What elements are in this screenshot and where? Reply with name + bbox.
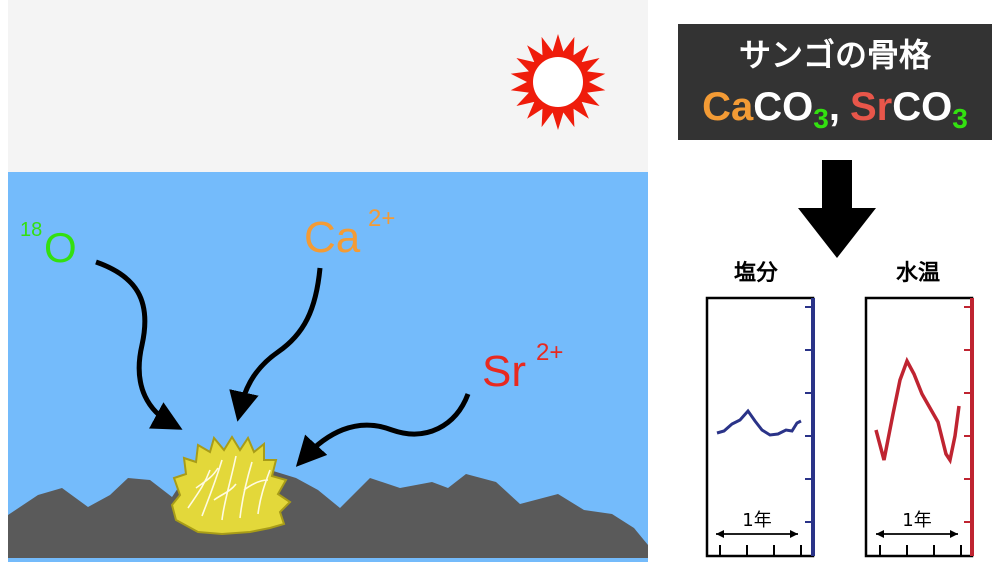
formula-sub-1: 3	[813, 103, 829, 134]
temperature-bottom-ticks	[879, 545, 962, 556]
formula-sr: Sr	[850, 85, 892, 129]
seafloor-rocks	[8, 470, 648, 558]
salinity-axis-ticks	[805, 306, 813, 523]
oxygen-uptake-arrow	[95, 259, 183, 430]
temperature-period-label: 1年	[902, 510, 931, 531]
skeleton-formulas: CaCO3,SrCO3	[702, 85, 968, 134]
sun-icon	[510, 34, 606, 130]
calcium-uptake-arrow	[229, 267, 323, 422]
formula-ca: Ca	[702, 85, 754, 129]
oxygen-18-symbol: O	[44, 224, 77, 271]
formula-co-1: CO	[753, 85, 813, 129]
salinity-title: 塩分	[734, 260, 778, 286]
salinity-bottom-ticks	[719, 545, 802, 556]
temperature-axis-ticks	[964, 306, 972, 523]
coral-icon	[170, 435, 292, 536]
down-arrow-icon	[798, 160, 876, 258]
salinity-line	[716, 408, 802, 437]
skeleton-box-title: サンゴの骨格	[739, 36, 932, 74]
salinity-period-label: 1年	[742, 510, 771, 531]
strontium-ion-symbol: Sr	[482, 347, 526, 396]
strontium-uptake-arrow	[295, 393, 471, 467]
calcium-ion-symbol: Ca	[304, 213, 361, 262]
skeleton-box	[678, 24, 992, 140]
calcium-ion-charge: 2+	[368, 205, 395, 232]
formula-sub-2: 3	[952, 103, 968, 134]
strontium-ion-charge: 2+	[536, 339, 563, 366]
formula-co-2: CO	[892, 85, 952, 129]
temperature-title: 水温	[896, 261, 940, 286]
temperature-panel-frame	[864, 296, 974, 558]
formula-separator: ,	[829, 85, 840, 129]
temperature-line	[874, 356, 961, 465]
oxygen-18-mass: 18	[20, 219, 42, 241]
